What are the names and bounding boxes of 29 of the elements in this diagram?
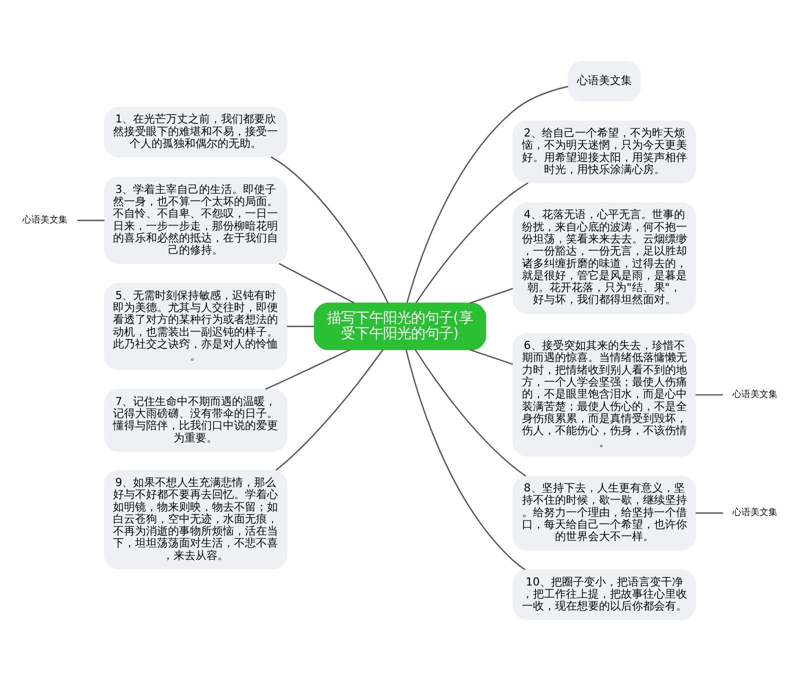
connector bbox=[406, 85, 568, 303]
connector bbox=[286, 325, 314, 327]
connector bbox=[415, 182, 528, 303]
node-text: 心语美文集 bbox=[732, 508, 778, 518]
connector bbox=[77, 219, 105, 221]
node-box: 8、坚持下去，人生更有意义，坚持不住的时候，歇一歇，继续坚持。给努力一个理由，给坚持一个借口，每天给自己一个希望，也许你的世界会大不一样。 bbox=[512, 474, 696, 550]
node-box: 心语美文集 bbox=[568, 60, 641, 102]
connector bbox=[696, 394, 723, 396]
node-box: 10、把圈子变小，把语言变干净，把工作往上提，把故事往心里收一收，现在想要的以后你都会有。 bbox=[512, 568, 696, 620]
node-text: 心语美文集 bbox=[732, 389, 778, 400]
node-box: 3、学着主宰自己的生活。即使子然一身，也不算一个太坏的局面。不自怜、不自卑、不怨叹，一日一日来，一步一步走，那份柳暗花明的喜乐和必然的抵达，在于我们自己的修持。 bbox=[104, 176, 288, 264]
connector bbox=[414, 348, 526, 476]
connector bbox=[696, 512, 723, 514]
node-box: 2、给自己一个希望，不为昨天烦恼，不为明天迷惘，只为今天更美好。用希望迎接太阳，用笑声相伴时光，用快乐涂满心房。 bbox=[512, 120, 696, 183]
node-text: 心语美文集 bbox=[22, 215, 68, 226]
node-box: 描写下午阳光的句子(享受下午阳光的句子) bbox=[314, 302, 486, 350]
connector bbox=[265, 348, 350, 390]
node-box: 9、如果不想人生充满悲情，那么好与不好都不要再去回忆。学着心如明镜，物来则映，物去不留；如白云苍狗，空中无迹，水面无痕，不再为消逝的事物所烦恼，活在当下，坦坦荡荡面对生活，不悲不喜，来去从容。 bbox=[104, 469, 288, 569]
node-box: 7、记住生命中不期而遇的温暖，记得大雨磅礴、没有带伞的日子。懂得与陪伴，比我们口中说的爱更为重要。 bbox=[104, 388, 288, 452]
node-box: 5、无需时刻保持敏感，迟钝有时即为美德。尤其与人交往时，即便看透了对方的某种行为或者想法的动机，也需装出一副迟钝的样子。此乃社交之诀窍，亦是对人的怜恤。 bbox=[104, 282, 288, 370]
connector bbox=[406, 349, 526, 570]
connector bbox=[270, 156, 389, 303]
node-box: 6、接受突如其来的失去，珍惜不期而遇的惊喜。当情绪低落慵懒无力时，把情绪收到别人看不到的地方，一个人学会坚强；最使人伤痛的，不是眼里饱含泪水，而是心中装满苦楚；最使人伤心的，不是全身伤痕累累，而是真情受到毁坏，伤人，不能伤心，伤身，不该伤情。 bbox=[512, 332, 696, 456]
node-box: 4、花落无语，心平无言。世事的纷扰，来自心底的波涛，何不抱一份坦荡，笑看来来去去。云烟缥缈，一份豁达，一份无言，足以胜却诸多纠缠折磨的味道，过得去的，就是很好，管它是风是雨，是暮是朝。花开花落，只为"结、果"，好与坏，我们都得坦然面对。 bbox=[512, 202, 696, 314]
connector bbox=[470, 287, 514, 304]
connector bbox=[470, 348, 514, 364]
connector bbox=[278, 262, 355, 304]
connector bbox=[276, 348, 384, 470]
node-box: 1、在光芒万丈之前，我们都要欣然接受眼下的难堪和不易，接受一个人的孤独和偶尔的无助。 bbox=[104, 106, 288, 157]
